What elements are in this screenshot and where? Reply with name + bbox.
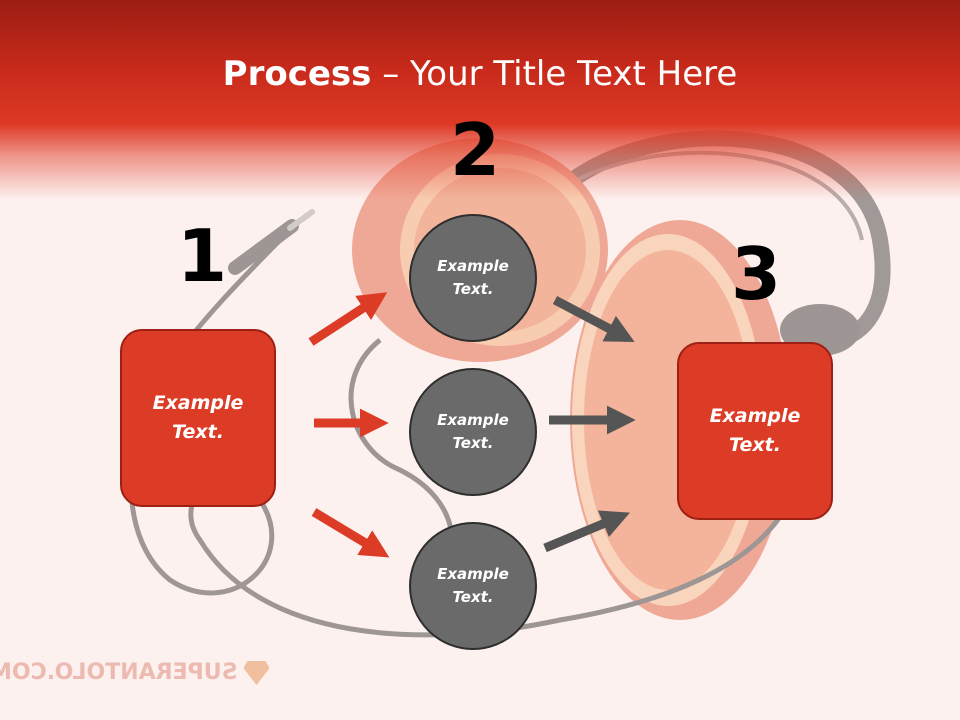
box-3-line-2: Text. [729,434,781,456]
step-number-1: 1 [177,214,228,298]
watermark-text: SUPERANTOLO.COM [0,660,238,685]
circle-3-line-2: Text. [452,588,494,606]
page-title: Process – Your Title Text Here [0,52,960,96]
circle-1-line-2: Text. [452,280,494,298]
circle-3-line-1: Example [437,565,509,583]
circle-2-line-1: Example [437,411,509,429]
arrow-red-up [308,292,388,346]
step-number-3: 3 [731,232,782,316]
arrow-gray-up [543,510,630,553]
box-3-line-1: Example [709,405,801,427]
arrow-gray-down [552,296,635,343]
circle-2-line-2: Text. [452,434,494,452]
arrow-red-down [311,508,390,558]
title-rest: Your Title Text Here [410,54,738,94]
step-number-2: 2 [450,108,501,192]
title-dash: – [371,54,411,94]
circle-1-line-1: Example [437,257,509,275]
title-band [0,0,960,200]
watermark: SUPERANTOLO.COM [0,660,270,685]
superantolo-logo-icon [244,661,270,685]
box-1-line-1: Example [152,392,244,414]
title-bold: Process [222,54,372,94]
box-1-line-2: Text. [172,421,224,443]
